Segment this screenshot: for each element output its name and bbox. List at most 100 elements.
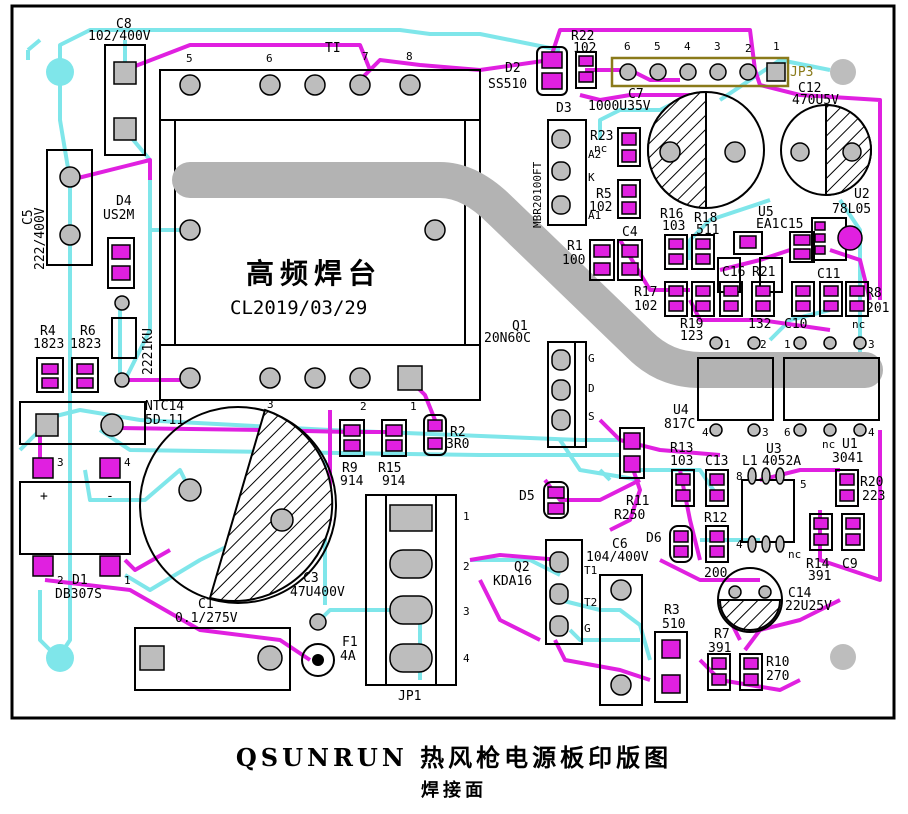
label-r3: R3: [664, 603, 680, 618]
label-r8: R8: [866, 286, 882, 301]
label-ntc-pin3: 3: [267, 398, 274, 411]
label-jp1-pin3: 3: [463, 605, 470, 618]
label-jp3-pin1: 1: [773, 40, 780, 53]
triac-q2: [545, 539, 583, 645]
label-u4-value: 817C: [664, 417, 695, 432]
label-r23: R23: [590, 129, 613, 144]
label-c13: C13: [705, 454, 728, 469]
label-d4: D4: [116, 194, 132, 209]
resistor-r3: [654, 631, 688, 703]
board-name-marking: 高频焊台: [246, 257, 382, 290]
diagram-subtitle: 焊接面: [421, 780, 487, 801]
label-c14-value: 22U25V: [785, 599, 832, 614]
connector-jp1: [365, 494, 457, 686]
diode-d3: [547, 119, 587, 226]
label-u1-nc: nc: [822, 438, 835, 451]
label-c5-value: 222/400V: [33, 207, 48, 270]
label-u3: U3: [766, 442, 782, 457]
label-d1-pin3: 3: [57, 456, 64, 469]
label-u3-pin4: 4: [736, 538, 743, 551]
label-r13: R13: [670, 441, 693, 456]
label-u5: U5: [758, 205, 774, 220]
label-t1: TI: [325, 41, 341, 56]
label-r16: R16: [660, 207, 683, 222]
label-c4: C4: [622, 225, 638, 240]
label-c8: C8: [116, 17, 132, 32]
label-r16-value: 103: [662, 219, 685, 234]
label-r22: R22: [571, 29, 594, 44]
label-d3-k: K: [588, 171, 595, 184]
label-c10: C10: [784, 317, 807, 332]
label-132: 132: [748, 317, 771, 332]
top-layer-traces: [38, 28, 882, 692]
label-q1-g: G: [588, 352, 595, 365]
label-c2-value: 2221KU: [141, 328, 156, 375]
label-r11-value: R250: [614, 508, 645, 523]
transformer-t1: [159, 69, 481, 401]
label-r15: R15: [378, 461, 401, 476]
optocoupler-u1: [783, 336, 880, 437]
label-l1: L1: [742, 454, 758, 469]
label-r5: R5: [596, 187, 612, 202]
fuse-f1: [301, 613, 335, 677]
optocoupler-u4: [697, 336, 774, 437]
resistor-r4: [36, 357, 64, 393]
label-c12: C12: [798, 81, 821, 96]
label-f1-value: 4A: [340, 649, 356, 664]
label-q1-value: 20N60C: [484, 331, 531, 346]
label-c3: C3: [303, 571, 319, 586]
label-u2: U2: [854, 187, 870, 202]
label-r21: R21: [752, 265, 775, 280]
label-c6-value: 104/400V: [586, 550, 649, 565]
label-d1-pin1: 1: [124, 574, 131, 587]
label-d3-a1: A1: [588, 209, 601, 222]
label-jp3-pin3: 3: [714, 40, 721, 53]
label-jp3-pin6: 6: [624, 40, 631, 53]
label-u4: U4: [673, 403, 689, 418]
label-d1-minus: -: [106, 489, 114, 504]
label-jp1-pin4: 4: [463, 652, 470, 665]
label-d1: D1: [72, 573, 88, 588]
label-c9: C9: [842, 557, 858, 572]
capacitor-c6: [599, 574, 643, 706]
heatsink: [172, 162, 883, 388]
label-r19-value: 123: [680, 329, 703, 344]
label-r15-value: 914: [382, 474, 406, 489]
label-c7: C7: [628, 87, 644, 102]
smd-resistors-cluster: [589, 127, 869, 317]
resistor-r7: [707, 653, 731, 691]
label-c5: C5: [21, 209, 36, 225]
label-r1: R1: [567, 239, 583, 254]
label-jp1-pin1: 1: [463, 510, 470, 523]
label-q1: Q1: [512, 319, 528, 334]
label-r3-value: 510: [662, 617, 685, 632]
label-q1-d: D: [588, 382, 595, 395]
connector-jp3: [610, 56, 790, 88]
label-r6: R6: [80, 324, 96, 339]
label-r18-value: 511: [696, 223, 719, 238]
label-r18: R18: [694, 211, 717, 226]
label-r7: R7: [714, 627, 730, 642]
label-c15: C15: [780, 217, 803, 232]
regulator-u2: [811, 217, 863, 261]
label-d5: D5: [519, 489, 535, 504]
diode-d4: [107, 237, 135, 311]
label-t1-pin5: 5: [186, 52, 193, 65]
capacitor-c14: [717, 567, 783, 633]
label-r10: R10: [766, 655, 789, 670]
label-r20: R20: [860, 475, 883, 490]
label-r4-value: 1823: [33, 337, 64, 352]
label-jp3: JP3: [790, 65, 813, 80]
resistor-r2: [423, 414, 447, 456]
board-date-marking: CL2019/03/29: [230, 297, 367, 319]
label-d2: D2: [505, 61, 521, 76]
label-r14: R14: [806, 557, 830, 572]
label-c10-nc: nc: [852, 318, 865, 331]
capacitor-c5: [46, 149, 93, 266]
label-d3: D3: [556, 101, 572, 116]
label-c12-value: 470U5V: [792, 93, 839, 108]
label-d3-a2: A2: [588, 148, 601, 161]
resistor-r22: [575, 51, 597, 89]
resistor-r15: [381, 419, 407, 457]
